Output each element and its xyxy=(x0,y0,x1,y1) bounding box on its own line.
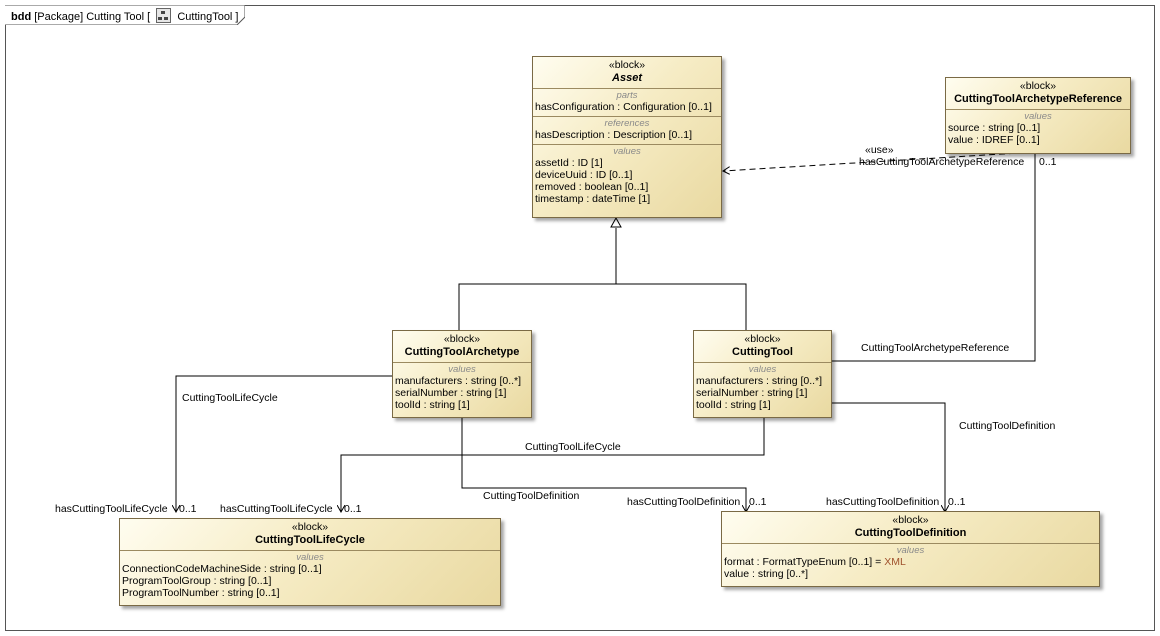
lifecycle-name: CuttingToolLifeCycle xyxy=(255,534,365,546)
archetype-value: toolId : string [1] xyxy=(395,399,470,411)
compartment-title: values xyxy=(896,545,925,556)
has-lc-1-label: hasCuttingToolLifeCycle xyxy=(55,503,168,515)
definition-name: CuttingToolDefinition xyxy=(854,527,967,539)
tool-name: CuttingTool xyxy=(732,346,793,358)
ctar-assoc-label: CuttingToolArchetypeReference xyxy=(861,342,1010,354)
tool-ref-line xyxy=(832,154,1036,362)
tool-value: toolId : string [1] xyxy=(696,399,771,411)
lifecycle-value: ProgramToolNumber : string [0..1] xyxy=(122,587,280,599)
has-def-1-mult: 0..1 xyxy=(749,496,767,508)
archetype-stereotype: «block» xyxy=(443,333,481,345)
arch-lc-line xyxy=(176,375,392,512)
generalization-triangle xyxy=(610,216,622,228)
archetype-value: serialNumber : string [1] xyxy=(395,387,507,399)
compartment-title: values xyxy=(448,364,476,375)
compartment-title: parts xyxy=(616,90,638,101)
tool-lc-line xyxy=(341,418,765,512)
generalization-line xyxy=(458,228,747,330)
asset-reference: hasDescription : Description [0..1] xyxy=(535,129,692,141)
archetype-value: manufacturers : string [0..*] xyxy=(395,375,522,387)
diagram-package: [Package] Cutting Tool [ xyxy=(34,11,151,23)
asset-value: assetId : ID [1] xyxy=(535,157,603,169)
has-ref-mult: 0..1 xyxy=(1039,156,1057,168)
has-def-2-mult: 0..1 xyxy=(948,496,966,508)
compartment-title: values xyxy=(1024,111,1052,122)
diagram-frame xyxy=(5,5,1155,631)
asset-value: timestamp : dateTime [1] xyxy=(535,193,651,205)
lifecycle-value: ProgramToolGroup : string [0..1] xyxy=(122,575,272,587)
compartment-title: values xyxy=(748,364,777,375)
use-stereotype-label: «use» xyxy=(865,144,894,156)
definition-stereotype: «block» xyxy=(892,514,929,526)
has-def-2-label: hasCuttingToolDefinition xyxy=(826,496,940,508)
diagram-name: CuttingTool ] xyxy=(177,11,239,23)
has-lc-2-mult: 0..1 xyxy=(344,503,362,515)
compartment-title: values xyxy=(296,552,324,563)
lifecycle-value: ConnectionCodeMachineSide : string [0..1… xyxy=(122,563,322,575)
arch-def-line xyxy=(461,418,746,512)
archetype-values: values manufacturers : string [0..*] ser… xyxy=(393,362,531,414)
compartment-title: references xyxy=(604,118,650,129)
definition-values: values format : FormatTypeEnum [0..1] = … xyxy=(722,543,1099,583)
definition-value: value : string [0..*] xyxy=(724,568,809,580)
ref-value: source : string [0..1] xyxy=(948,122,1041,134)
lifecycle-values: values ConnectionCodeMachineSide : strin… xyxy=(120,550,500,602)
format-default: XML xyxy=(884,556,906,568)
format-property: format : FormatTypeEnum [0..1] = xyxy=(724,556,885,568)
asset-parts: parts hasConfiguration : Configuration [… xyxy=(533,88,721,116)
diagram-tab: bdd [Package] Cutting Tool [ CuttingTool… xyxy=(5,5,245,25)
tool-values: values manufacturers : string [0..*] ser… xyxy=(694,362,831,414)
has-ref-label: hasCuttingToolArchetypeReference xyxy=(859,156,1025,168)
asset-value: deviceUuid : ID [0..1] xyxy=(535,169,633,181)
tool-value: serialNumber : string [1] xyxy=(696,387,808,399)
asset-part: hasConfiguration : Configuration [0..1] xyxy=(535,101,712,113)
archetype-name: CuttingToolArchetype xyxy=(404,346,520,358)
block-cutting-tool-lifecycle[interactable]: «block» CuttingToolLifeCycle values Conn… xyxy=(119,518,501,606)
has-def-1-label: hasCuttingToolDefinition xyxy=(627,496,741,508)
block-cutting-tool-archetype[interactable]: «block» CuttingToolArchetype values manu… xyxy=(392,330,532,418)
ref-name: CuttingToolArchetypeReference xyxy=(954,93,1122,105)
ref-values: values source : string [0..1] value : ID… xyxy=(946,109,1130,149)
tool-value: manufacturers : string [0..*] xyxy=(696,375,823,387)
asset-name: Asset xyxy=(612,72,642,84)
ref-stereotype: «block» xyxy=(1019,80,1057,92)
block-archetype-reference[interactable]: «block» CuttingToolArchetypeReference va… xyxy=(945,77,1131,154)
lc-mid-assoc-label: CuttingToolLifeCycle xyxy=(525,441,621,453)
diagram-icon xyxy=(156,8,172,23)
ref-value: value : IDREF [0..1] xyxy=(948,134,1040,146)
tool-stereotype: «block» xyxy=(744,333,781,345)
lc-left-assoc-label: CuttingToolLifeCycle xyxy=(182,392,278,404)
def-right-assoc-label: CuttingToolDefinition xyxy=(959,420,1056,432)
usage-line xyxy=(723,151,1036,171)
block-asset[interactable]: «block» Asset parts hasConfiguration : C… xyxy=(532,56,722,218)
has-lc-2-label: hasCuttingToolLifeCycle xyxy=(220,503,333,515)
asset-stereotype: «block» xyxy=(608,59,646,71)
asset-references: references hasDescription : Description … xyxy=(533,116,721,144)
lifecycle-stereotype: «block» xyxy=(291,521,329,533)
asset-values: values assetId : ID [1] deviceUuid : ID … xyxy=(533,144,721,208)
def-mid-assoc-label: CuttingToolDefinition xyxy=(483,490,580,502)
definition-format: format : FormatTypeEnum [0..1] = XML xyxy=(724,556,1097,568)
block-cutting-tool[interactable]: «block» CuttingTool values manufacturers… xyxy=(693,330,832,418)
diagram-kind: bdd xyxy=(11,11,32,23)
asset-value: removed : boolean [0..1] xyxy=(535,181,649,193)
has-lc-1-mult: 0..1 xyxy=(179,503,197,515)
block-cutting-tool-definition[interactable]: «block» CuttingToolDefinition values for… xyxy=(721,511,1100,587)
tool-def-line xyxy=(832,402,945,512)
compartment-title: values xyxy=(613,146,641,157)
